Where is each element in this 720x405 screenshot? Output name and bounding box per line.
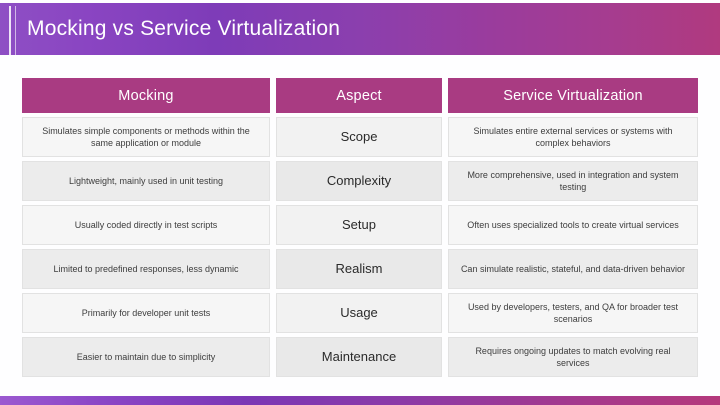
cell-text: Easier to maintain due to simplicity (76, 351, 216, 362)
table-row: Limited to predefined responses, less dy… (22, 249, 698, 289)
cell-text: More comprehensive, used in integration … (467, 169, 679, 192)
page-title: Mocking vs Service Virtualization (27, 17, 341, 40)
cell-text: Simulates simple components or methods w… (42, 125, 250, 148)
cell-service-virtualization: Requires ongoing updates to match evolvi… (448, 337, 698, 377)
header-accent-line-secondary (15, 6, 16, 58)
column-header-mocking: Mocking (22, 78, 270, 113)
cell-service-virtualization: Simulates entire external services or sy… (448, 117, 698, 157)
cell-aspect: Realism (276, 249, 442, 289)
column-header-label: Service Virtualization (503, 87, 643, 104)
cell-text: Realism (335, 261, 383, 277)
cell-text: Lightweight, mainly used in unit testing (68, 175, 224, 186)
cell-text: Limited to predefined responses, less dy… (53, 263, 239, 274)
cell-mocking: Lightweight, mainly used in unit testing (22, 161, 270, 201)
cell-text: Maintenance (321, 349, 397, 365)
table-row: Lightweight, mainly used in unit testing… (22, 161, 698, 201)
cell-aspect: Setup (276, 205, 442, 245)
cell-aspect: Usage (276, 293, 442, 333)
cell-mocking: Primarily for developer unit tests (22, 293, 270, 333)
cell-text: Usually coded directly in test scripts (74, 219, 218, 230)
cell-text: Often uses specialized tools to create v… (467, 219, 679, 230)
cell-text: Primarily for developer unit tests (81, 307, 211, 318)
cell-service-virtualization: Used by developers, testers, and QA for … (448, 293, 698, 333)
header-accent-line-primary (9, 6, 11, 58)
slide-header-band (0, 3, 720, 58)
table-row: Easier to maintain due to simplicity Mai… (22, 337, 698, 377)
cell-aspect: Complexity (276, 161, 442, 201)
cell-mocking: Limited to predefined responses, less dy… (22, 249, 270, 289)
column-header-label: Mocking (118, 87, 174, 104)
cell-service-virtualization: More comprehensive, used in integration … (448, 161, 698, 201)
cell-mocking: Simulates simple components or methods w… (22, 117, 270, 157)
column-header-service-virtualization: Service Virtualization (448, 78, 698, 113)
table-row: Simulates simple components or methods w… (22, 117, 698, 157)
table-header-row: Mocking Aspect Service Virtualization (22, 78, 698, 113)
column-header-label: Aspect (336, 87, 382, 104)
cell-text: Usage (340, 305, 378, 321)
cell-service-virtualization: Often uses specialized tools to create v… (448, 205, 698, 245)
cell-service-virtualization: Can simulate realistic, stateful, and da… (448, 249, 698, 289)
cell-text: Setup (342, 217, 376, 233)
cell-text: Complexity (326, 173, 392, 189)
comparison-table: Mocking Aspect Service Virtualization Si… (22, 78, 698, 381)
table-row: Primarily for developer unit tests Usage… (22, 293, 698, 333)
cell-text: Requires ongoing updates to match evolvi… (475, 345, 671, 368)
cell-mocking: Usually coded directly in test scripts (22, 205, 270, 245)
cell-text: Can simulate realistic, stateful, and da… (460, 263, 686, 274)
table-row: Usually coded directly in test scripts S… (22, 205, 698, 245)
cell-aspect: Maintenance (276, 337, 442, 377)
slide-footer-bar (0, 396, 720, 405)
cell-aspect: Scope (276, 117, 442, 157)
cell-mocking: Easier to maintain due to simplicity (22, 337, 270, 377)
cell-text: Used by developers, testers, and QA for … (467, 301, 679, 324)
cell-text: Simulates entire external services or sy… (473, 125, 673, 148)
cell-text: Scope (340, 129, 378, 145)
column-header-aspect: Aspect (276, 78, 442, 113)
